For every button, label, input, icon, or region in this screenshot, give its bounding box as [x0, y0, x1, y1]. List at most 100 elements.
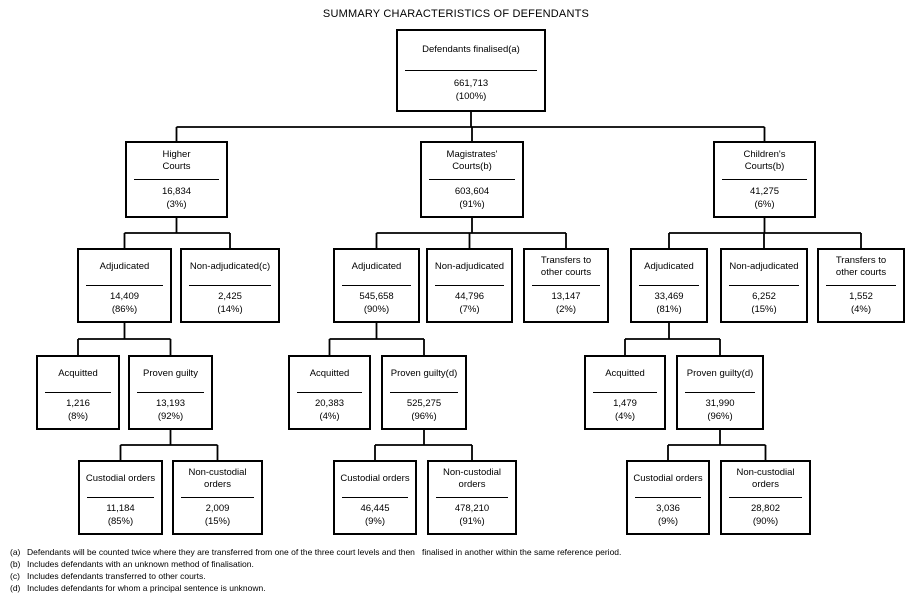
node-label: Adjudicated [351, 261, 402, 273]
node-childrens-proven-guilty: Proven guilty(d) 31,990 (96%) [676, 355, 764, 430]
node-magistrates-non-custodial-orders: Non-custodial orders 478,210 (91%) [427, 460, 517, 535]
node-divider [729, 284, 799, 286]
node-divider [87, 496, 154, 498]
node-label: Children's Courts(b) [743, 148, 786, 172]
node-percent: (81%) [656, 304, 682, 316]
node-childrens-transfers: Transfers to other courts 1,552 (4%) [817, 248, 905, 323]
node-childrens-adjudicated: Adjudicated 33,469 (81%) [630, 248, 708, 323]
node-higher-proven-guilty: Proven guilty 13,193 (92%) [128, 355, 213, 430]
node-divider [729, 496, 802, 498]
node-divider [86, 284, 163, 286]
node-count: 1,552 [849, 291, 873, 303]
footnote-b: (b) Includes defendants with an unknown … [10, 558, 905, 570]
node-label: Adjudicated [99, 261, 150, 273]
node-divider [45, 391, 111, 393]
node-label: Transfers to other courts [540, 255, 592, 279]
footnote-marker: (d) [10, 583, 21, 593]
footnote-text: Includes defendants for whom a principal… [27, 583, 266, 593]
node-percent: (9%) [364, 516, 386, 528]
node-divider [593, 391, 657, 393]
node-label: Non-custodial orders [736, 467, 795, 491]
node-percent: (3%) [166, 198, 187, 210]
node-percent: (96%) [411, 411, 437, 423]
node-label: Transfers to other courts [835, 255, 887, 279]
node-percent: (8%) [67, 411, 89, 423]
node-percent: (90%) [363, 304, 390, 316]
node-count: 11,184 [106, 503, 135, 515]
node-divider [532, 284, 600, 286]
node-label: Acquitted [605, 368, 645, 380]
node-divider [390, 391, 458, 393]
node-childrens-courts: Children's Courts(b) 41,275 (6%) [713, 141, 816, 218]
node-label: Acquitted [58, 368, 98, 380]
node-magistrates-adjudicated: Adjudicated 545,658 (90%) [333, 248, 420, 323]
node-percent: (15%) [751, 304, 777, 316]
node-divider [435, 284, 504, 286]
node-count: 1,216 [66, 398, 90, 410]
node-percent: (92%) [157, 411, 184, 423]
node-higher-custodial-orders: Custodial orders 11,184 (85%) [78, 460, 163, 535]
node-childrens-non-custodial-orders: Non-custodial orders 28,802 (90%) [720, 460, 811, 535]
node-divider [405, 69, 537, 71]
node-divider [189, 284, 271, 286]
node-percent: (14%) [217, 304, 243, 316]
node-higher-non-custodial-orders: Non-custodial orders 2,009 (15%) [172, 460, 263, 535]
node-higher-acquitted: Acquitted 1,216 (8%) [36, 355, 120, 430]
node-label: Non-custodial orders [442, 467, 502, 491]
node-label: Proven guilty [143, 368, 198, 380]
node-percent: (15%) [204, 516, 231, 528]
node-count: 44,796 [454, 291, 485, 303]
footnote-marker: (c) [10, 571, 20, 581]
node-percent: (85%) [107, 516, 134, 528]
node-count: 525,275 [406, 398, 442, 410]
node-label: Defendants finalised(a) [422, 44, 520, 56]
node-divider [429, 178, 515, 180]
node-higher-non-adjudicated: Non-adjudicated(c) 2,425 (14%) [180, 248, 280, 323]
footnote-text: Includes defendants transferred to other… [27, 571, 206, 581]
node-count: 2,009 [205, 503, 230, 515]
node-count: 3,036 [656, 503, 680, 515]
node-percent: (4%) [319, 411, 340, 423]
node-label: Proven guilty(d) [390, 368, 458, 380]
node-count: 478,210 [454, 503, 490, 515]
node-label: Custodial orders [85, 473, 156, 485]
node-defendants-finalised: Defendants finalised(a) 661,713 (100%) [396, 29, 546, 112]
node-label: Acquitted [309, 368, 350, 380]
node-childrens-non-adjudicated: Non-adjudicated 6,252 (15%) [720, 248, 808, 323]
node-percent: (96%) [707, 411, 733, 423]
node-divider [635, 496, 701, 498]
node-divider [181, 496, 254, 498]
node-count: 41,275 [749, 185, 780, 197]
node-label: Adjudicated [644, 261, 694, 273]
node-magistrates-custodial-orders: Custodial orders 46,445 (9%) [333, 460, 417, 535]
node-magistrates-transfers: Transfers to other courts 13,147 (2%) [523, 248, 609, 323]
node-divider [342, 284, 411, 286]
node-count: 31,990 [705, 398, 735, 410]
node-magistrates-proven-guilty: Proven guilty(d) 525,275 (96%) [381, 355, 467, 430]
node-percent: (2%) [555, 304, 577, 316]
node-count: 28,802 [750, 503, 781, 515]
node-label: Custodial orders [633, 473, 703, 485]
node-label: Custodial orders [340, 473, 410, 485]
node-label: Proven guilty(d) [686, 368, 754, 380]
node-count: 33,469 [654, 291, 684, 303]
node-percent: (86%) [111, 304, 138, 316]
node-count: 2,425 [218, 291, 242, 303]
node-label: Non-adjudicated [434, 261, 505, 273]
node-count: 603,604 [454, 185, 490, 197]
node-percent: (7%) [459, 304, 480, 316]
node-label: Non-adjudicated [729, 261, 799, 273]
node-divider [826, 284, 896, 286]
node-percent: (9%) [657, 516, 679, 528]
node-higher-adjudicated: Adjudicated 14,409 (86%) [77, 248, 172, 323]
node-magistrates-non-adjudicated: Non-adjudicated 44,796 (7%) [426, 248, 513, 323]
node-count: 1,479 [613, 398, 637, 410]
node-count: 46,445 [360, 503, 390, 515]
footnote-text: Defendants will be counted twice where t… [27, 547, 622, 557]
node-divider [297, 391, 362, 393]
node-label: Non-adjudicated(c) [189, 261, 271, 273]
node-percent: (91%) [459, 516, 485, 528]
node-magistrates-acquitted: Acquitted 20,383 (4%) [288, 355, 371, 430]
